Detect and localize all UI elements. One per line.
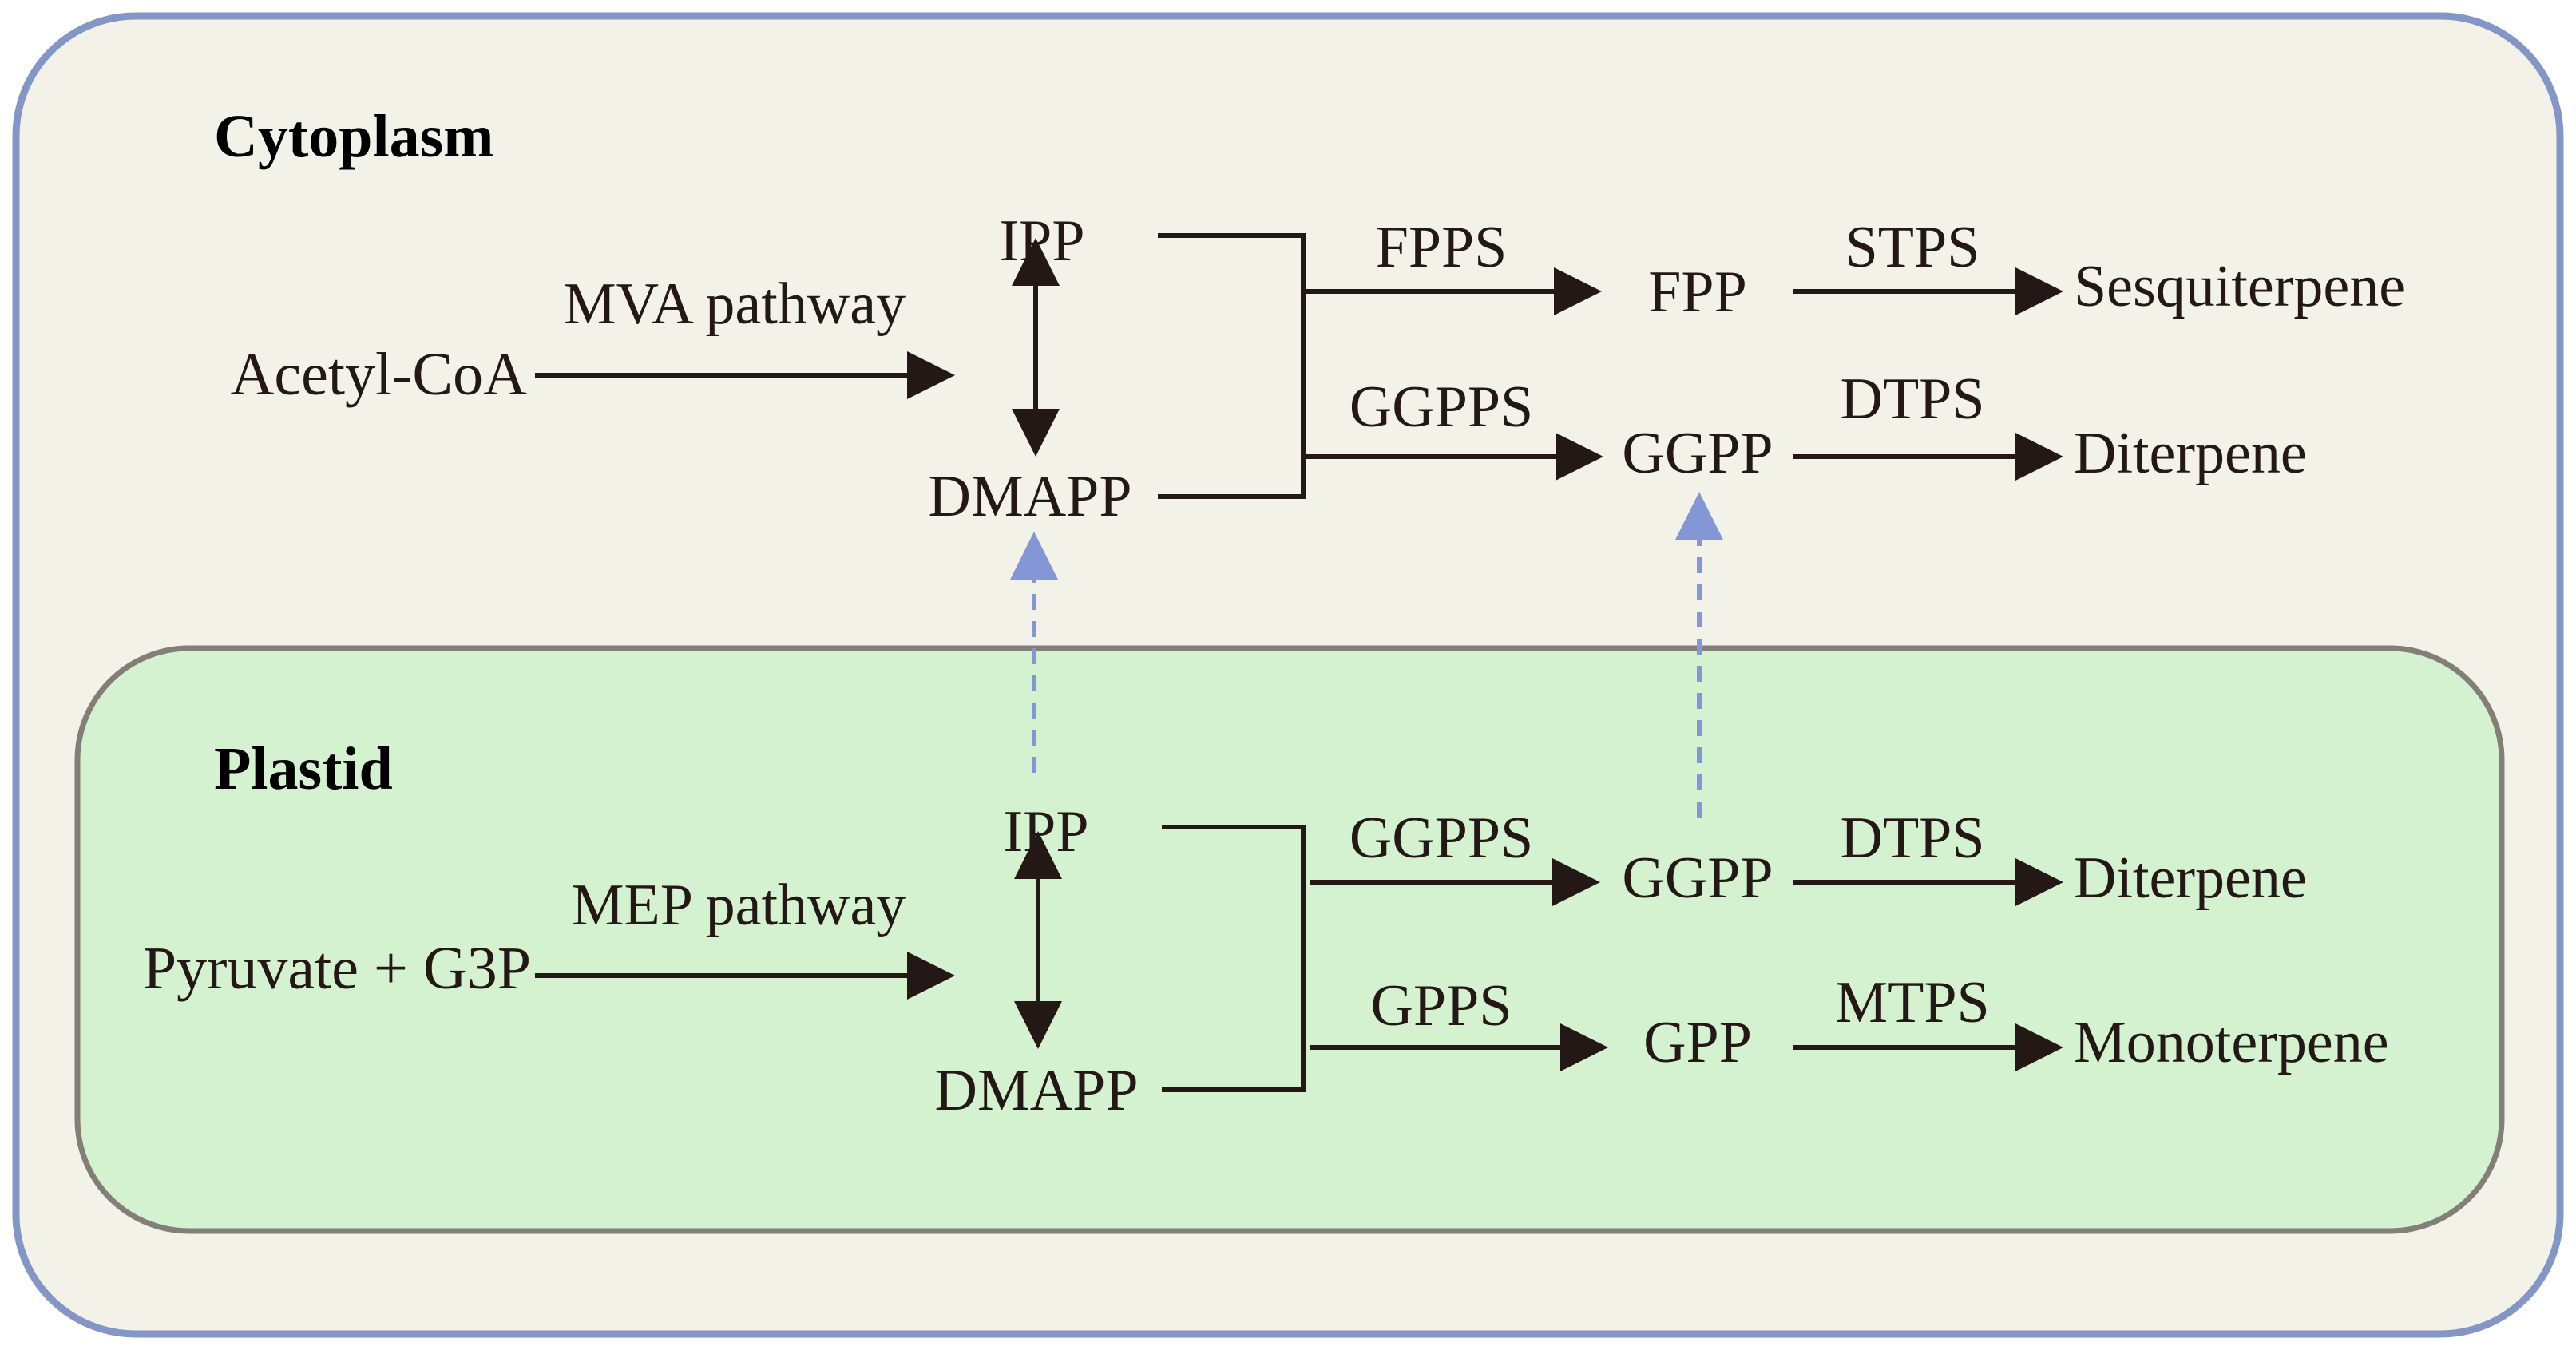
cytoplasm-arrows bbox=[535, 233, 2063, 499]
plastid-labels: Pyruvate + G3P MEP pathway IPP DMAPP GGP… bbox=[143, 799, 2389, 1123]
transport-arrows bbox=[1010, 492, 1723, 818]
plastid-compartment bbox=[74, 645, 2505, 1234]
plastid-ggpps-label: GGPPS bbox=[1349, 806, 1533, 871]
monoterpene-label: Monoterpene bbox=[2074, 1010, 2389, 1075]
plastid-merge-bracket bbox=[1162, 825, 1306, 1092]
plastid-arrows bbox=[535, 825, 2063, 1092]
mva-pathway-label: MVA pathway bbox=[564, 271, 906, 337]
gpps-label: GPPS bbox=[1371, 973, 1512, 1039]
cyto-dtps-label: DTPS bbox=[1841, 366, 1985, 432]
gpp-label: GPP bbox=[1643, 1010, 1752, 1075]
sesquiterpene-label: Sesquiterpene bbox=[2074, 254, 2405, 319]
cyto-diterpene-label: Diterpene bbox=[2074, 421, 2307, 486]
stps-label: STPS bbox=[1845, 215, 1980, 280]
plastid-dtps-label: DTPS bbox=[1841, 806, 1985, 871]
plastid-diterpene-label: Diterpene bbox=[2074, 845, 2307, 911]
fpps-label: FPPS bbox=[1376, 215, 1508, 280]
cyto-merge-bracket bbox=[1158, 233, 1306, 499]
plastid-ipp-label: IPP bbox=[1004, 799, 1089, 865]
plastid-dmapp-label: DMAPP bbox=[935, 1058, 1139, 1123]
plastid-title: Plastid bbox=[214, 735, 393, 802]
cyto-ggpp-label: GGPP bbox=[1622, 421, 1773, 486]
pyruvate-g3p-label: Pyruvate + G3P bbox=[143, 935, 531, 1002]
plastid-ggpp-label: GGPP bbox=[1622, 845, 1773, 911]
cyto-dmapp-label: DMAPP bbox=[929, 464, 1132, 529]
mtps-label: MTPS bbox=[1835, 970, 1989, 1035]
fpp-label: FPP bbox=[1648, 259, 1746, 325]
mep-pathway-label: MEP pathway bbox=[572, 873, 906, 938]
cyto-ggpps-label: GGPPS bbox=[1349, 374, 1533, 440]
acetyl-coa-label: Acetyl-CoA bbox=[231, 341, 528, 408]
cyto-ipp-label: IPP bbox=[1000, 208, 1085, 274]
cytoplasm-title: Cytoplasm bbox=[214, 103, 493, 170]
cytoplasm-labels: Acetyl-CoA MVA pathway IPP DMAPP FPPS GG… bbox=[231, 208, 2406, 529]
